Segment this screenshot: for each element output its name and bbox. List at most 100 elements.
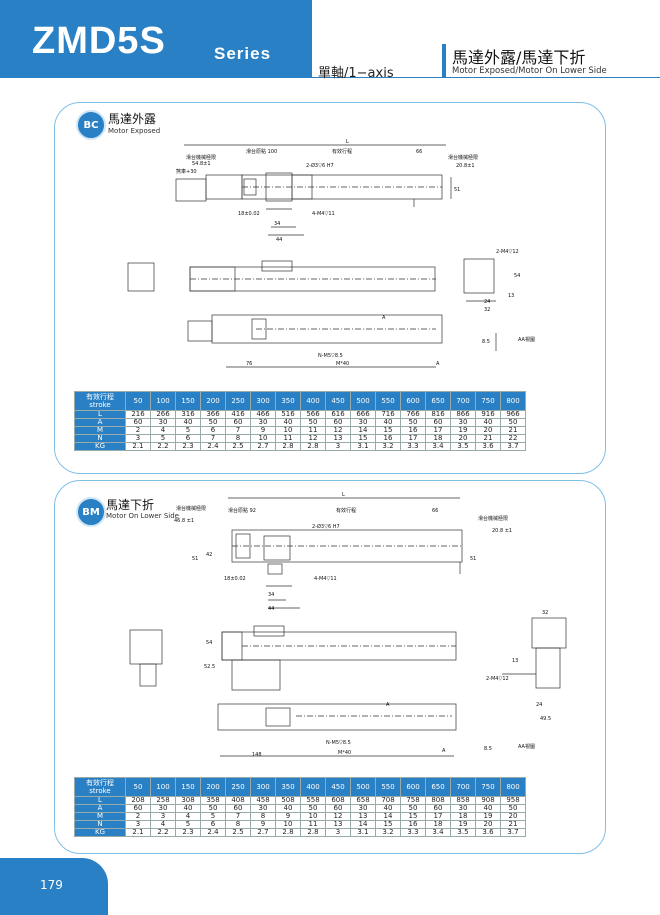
value-cell: 2.4 (200, 442, 226, 451)
dim-148: 148 (252, 752, 262, 758)
value-cell: 2.1 (125, 828, 151, 837)
dim-2-m4: 2-M4▽12 (486, 676, 509, 682)
stroke-cell: 800 (500, 777, 526, 797)
dim-20-8: 20.8±1 (456, 163, 475, 169)
dim-49-5: 49.5 (540, 716, 551, 722)
dim-20-8: 20.8 ±1 (492, 528, 512, 534)
value-cell: 3.1 (350, 442, 376, 451)
title-accent-bar (442, 44, 446, 78)
dim-stroke: 有效行程 (336, 507, 356, 514)
page-title-cn: 馬達外露/馬達下折 (452, 48, 586, 67)
dim-m5: N-M5▽8.5 (318, 353, 343, 359)
dim-24: 24 (536, 702, 542, 708)
value-cell: 3.1 (350, 828, 376, 837)
dim-18: 18±0.02 (238, 211, 260, 217)
stroke-cell: 500 (350, 391, 376, 411)
dim-54: 54 (514, 273, 520, 279)
value-cell: 2.3 (175, 442, 201, 451)
dim-hole: 2-Ø3▽6 H7 (312, 523, 340, 530)
stroke-cell: 250 (225, 391, 251, 411)
stroke-cell: 400 (300, 777, 326, 797)
page-number-box: 179 (0, 858, 108, 915)
dim-m5: N-M5▽8.5 (326, 740, 351, 746)
drawing-motor-lower-side: L 滑台機械極限 46.8 ±1 滑台原點 92 有效行程 66 滑台機械極限 … (129, 492, 567, 758)
dim-76: 76 (246, 361, 252, 367)
dim-m40: M*40 (338, 750, 351, 756)
page-number: 179 (40, 878, 63, 892)
dim-44: 44 (268, 606, 274, 612)
dim-mech-right: 滑台機械極限 (478, 515, 508, 522)
dim-mech-left: 滑台機械極限 (176, 505, 206, 512)
value-cell: 2.8 (300, 442, 326, 451)
stroke-cell: 650 (425, 777, 451, 797)
value-cell: 2.7 (250, 442, 276, 451)
drawing-motor-exposed: L 滑台機械極限 54.8±1 煞車+30 滑台原點 100 有效行程 66 滑… (127, 139, 535, 368)
stroke-cell: 150 (175, 777, 201, 797)
dim-66: 66 (416, 149, 422, 155)
value-cell: 2.8 (300, 828, 326, 837)
series-label: Series (214, 44, 272, 63)
dim-51-right: 51 (470, 556, 476, 562)
dim-46-8: 46.8 ±1 (174, 518, 194, 524)
value-cell: 2.1 (125, 442, 151, 451)
value-cell: 3.5 (450, 828, 476, 837)
value-cell: 3.7 (500, 828, 526, 837)
section-title-bc: 馬達外露 (108, 112, 157, 126)
stroke-cell: 350 (275, 777, 301, 797)
value-cell: 2.8 (275, 828, 301, 837)
stroke-cell: 800 (500, 391, 526, 411)
value-cell: 3.4 (425, 442, 451, 451)
stroke-cell: 550 (375, 391, 401, 411)
header-banner: ZMD5S Series (0, 0, 312, 78)
value-cell: 2.4 (200, 828, 226, 837)
value-cell: 3.2 (375, 442, 401, 451)
stroke-cell: 450 (325, 777, 351, 797)
value-cell: 3 (325, 828, 351, 837)
dim-mech-left: 滑台機械極限 (186, 154, 216, 161)
value-cell: 2.5 (225, 828, 251, 837)
dim-origin: 滑台原點 100 (246, 148, 277, 155)
dim-A-top: A (386, 702, 390, 708)
stroke-cell: 200 (200, 777, 226, 797)
dim-32: 32 (484, 307, 490, 313)
dim-54: 54 (206, 640, 212, 646)
value-cell: 3.3 (400, 828, 426, 837)
value-cell: 3.4 (425, 828, 451, 837)
stroke-cell: 350 (275, 391, 301, 411)
aa-view-label: AA視圖 (518, 743, 535, 750)
dim-m4: 4-M4▽11 (312, 211, 335, 217)
value-cell: 3.6 (475, 828, 501, 837)
stroke-cell: 650 (425, 391, 451, 411)
dim-origin: 滑台原點 92 (228, 507, 256, 514)
value-cell: 2.2 (150, 828, 176, 837)
dim-m4: 4-M4▽11 (314, 576, 337, 582)
dim-stroke: 有效行程 (332, 148, 352, 155)
header-rule (312, 77, 660, 78)
aa-view-label: AA視圖 (518, 336, 535, 343)
page-title-en: Motor Exposed/Motor On Lower Side (452, 66, 607, 76)
dim-52-5: 52.5 (204, 664, 215, 670)
stroke-cell: 750 (475, 391, 501, 411)
stroke-cell: 700 (450, 777, 476, 797)
badge-bc: BC (76, 110, 106, 140)
section-title-bm: 馬達下折 (106, 498, 155, 512)
section-subtitle-bc: Motor Exposed (108, 127, 161, 135)
value-cell: 2.3 (175, 828, 201, 837)
value-cell: 2.7 (250, 828, 276, 837)
value-cell: 3.5 (450, 442, 476, 451)
dim-A-bottom: A (442, 748, 446, 754)
dim-L: L (346, 139, 349, 145)
